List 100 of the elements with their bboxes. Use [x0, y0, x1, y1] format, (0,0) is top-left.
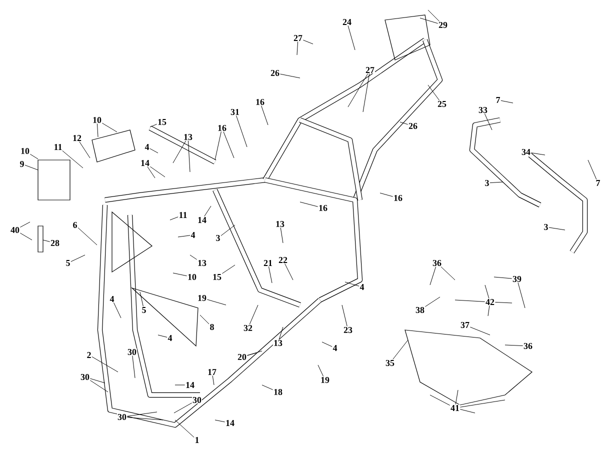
leader-line: [204, 206, 212, 217]
callout-number: 3: [543, 223, 549, 230]
leader-line: [96, 123, 98, 138]
callout-number: 25: [437, 100, 447, 108]
leader-line: [92, 356, 118, 372]
leader-line: [190, 254, 198, 260]
leader-line: [296, 41, 298, 56]
callout-number: 5: [141, 306, 147, 314]
leader-line: [278, 326, 284, 340]
leader-line: [424, 296, 440, 307]
callout-number: 6: [72, 221, 78, 228]
leader-line: [455, 390, 458, 405]
callout-number: 9: [19, 160, 25, 168]
leader-line: [246, 352, 256, 356]
leader-line: [78, 227, 98, 246]
leader-line: [30, 154, 38, 160]
leader-line: [188, 140, 190, 172]
callout-number: 42: [485, 298, 495, 306]
callout-number: 29: [438, 21, 448, 28]
callout-number: 35: [385, 359, 395, 366]
callout-number: 20: [237, 353, 247, 361]
leader-line: [20, 232, 32, 240]
leader-line: [488, 305, 490, 316]
callout-number: 4: [109, 296, 115, 302]
leader-line: [362, 73, 370, 112]
callout-number: 13: [273, 339, 283, 346]
leader-line: [132, 355, 136, 378]
leader-line: [430, 394, 450, 406]
leader-line: [20, 222, 30, 228]
leader-line: [220, 224, 236, 236]
leader-line: [342, 304, 348, 327]
leader-line: [214, 420, 226, 422]
leader-line: [284, 263, 294, 280]
leader-line: [460, 400, 506, 408]
leader-line: [588, 160, 597, 180]
leader-line: [302, 40, 314, 44]
leader-line: [268, 266, 272, 284]
callout-number: 31: [230, 108, 240, 116]
leader-line: [348, 25, 356, 50]
callout-number: 13: [183, 133, 193, 140]
callout-number: 38: [415, 306, 425, 314]
callout-number: 26: [408, 122, 418, 130]
leader-line: [470, 326, 490, 336]
leader-line: [24, 164, 38, 170]
callout-number: 26: [270, 69, 280, 76]
leader-line: [318, 364, 324, 377]
leader-line: [494, 276, 512, 279]
callout-number: 34: [521, 148, 531, 156]
leader-line: [223, 131, 234, 158]
callout-number: 27: [293, 34, 303, 42]
leader-line: [280, 227, 284, 244]
callout-number: 10: [20, 147, 30, 155]
leader-line: [348, 73, 368, 108]
callout-number: 19: [320, 376, 330, 384]
leader-line: [170, 216, 178, 220]
leader-line: [484, 113, 492, 130]
callout-number: 40: [10, 226, 20, 234]
leader-line: [300, 202, 318, 207]
callout-number: 3: [484, 179, 490, 186]
leader-line: [249, 304, 258, 325]
leader-line: [42, 240, 50, 242]
callout-number: 13: [275, 220, 285, 228]
callout-number: 17: [207, 368, 217, 376]
callout-number: 2: [86, 352, 92, 358]
callout-number: 16: [393, 194, 403, 202]
callout-number: 5: [65, 260, 71, 266]
leader-line: [261, 105, 268, 126]
callout-number: 8: [209, 323, 215, 331]
leader-line: [212, 375, 214, 386]
leader-line: [494, 302, 512, 304]
leader-line: [490, 182, 504, 184]
leader-line: [158, 334, 168, 338]
callout-number: 14: [225, 420, 235, 426]
leader-line: [420, 18, 438, 24]
callout-number: 10: [187, 273, 197, 281]
callout-number: 3: [215, 234, 221, 242]
callout-number: 41: [450, 404, 460, 412]
callout-number: 36: [432, 259, 442, 266]
leader-line: [344, 282, 360, 286]
leader-line: [114, 302, 122, 318]
leader-line: [430, 266, 436, 286]
callout-number: 27: [365, 66, 375, 74]
callout-number: 11: [178, 212, 188, 218]
callout-number: 7: [495, 96, 501, 104]
callout-number: 11: [53, 144, 63, 150]
callout-number: 37: [460, 321, 470, 328]
leader-line: [500, 100, 514, 104]
callout-number: 32: [243, 324, 253, 332]
leader-line: [200, 314, 210, 324]
callout-number: 7: [595, 180, 601, 186]
callout-number: 4: [167, 334, 173, 342]
leader-line: [172, 272, 188, 276]
leader-line: [206, 299, 226, 306]
callout-number: 4: [144, 144, 150, 150]
leader-line: [280, 74, 300, 78]
leader-line: [90, 378, 106, 384]
callout-number: 4: [359, 284, 365, 290]
leader-line: [222, 264, 236, 274]
callout-number: 1: [194, 436, 200, 444]
callout-number: 14: [197, 216, 207, 224]
